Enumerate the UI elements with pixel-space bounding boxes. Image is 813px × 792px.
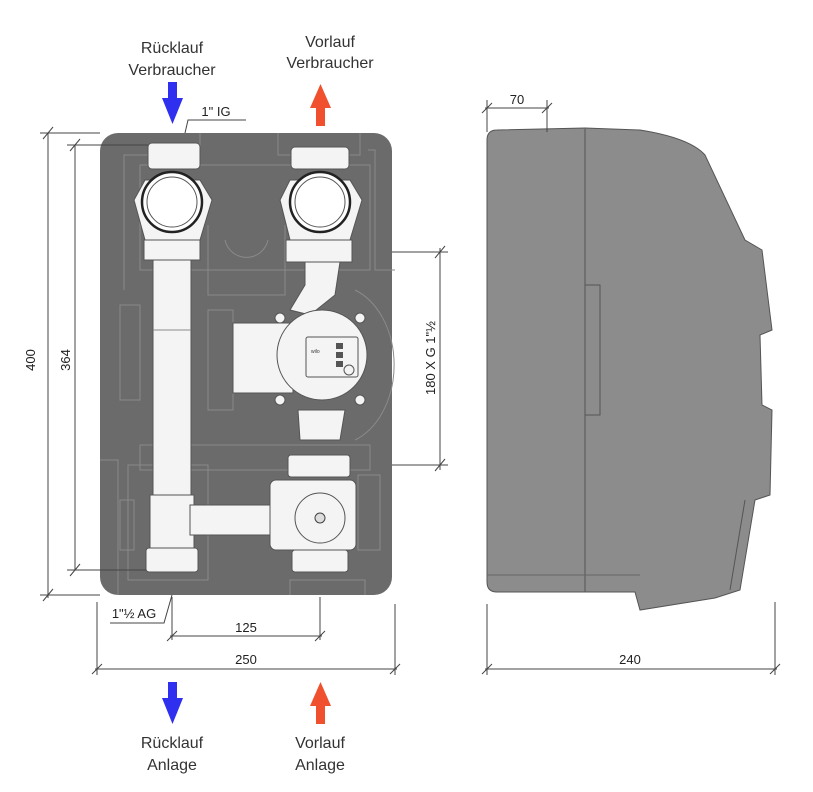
top-right-label-line1: Vorlauf — [305, 34, 355, 51]
bottom-right-label-line1: Vorlauf — [295, 735, 345, 752]
flow-pipe — [279, 146, 363, 316]
circulation-pump: wilo — [232, 309, 368, 478]
side-view — [486, 127, 773, 611]
bottom-right-label-line2: Anlage — [295, 757, 345, 774]
dimension-height-inner: 364 — [58, 138, 148, 577]
dimension-depth-offset: 70 — [481, 92, 553, 132]
depth-offset-label: 70 — [510, 92, 524, 107]
top-connection-label: 1" IG — [201, 104, 230, 119]
bottom-left-label-line1: Rücklauf — [141, 735, 204, 752]
dimension-depth-total: 240 — [481, 602, 781, 675]
height-inner-label: 364 — [58, 349, 73, 371]
bottom-connection-leader — [110, 594, 173, 624]
top-connection-leader — [184, 119, 246, 134]
dimension-pipe-spacing: 125 — [166, 597, 326, 642]
dimension-height-total: 400 — [23, 126, 100, 602]
return-arrow-down-icon — [162, 82, 183, 124]
width-total-label: 250 — [235, 652, 257, 667]
return-arrow-down-bottom-icon — [162, 682, 183, 724]
pump-brand-logo: wilo — [311, 349, 320, 355]
pump-length-label: 180 X G 1"½ — [423, 321, 438, 395]
dimension-pump-length: 180 X G 1"½ — [392, 245, 448, 472]
bottom-connection-label: 1"½ AG — [112, 606, 156, 621]
depth-total-label: 240 — [619, 652, 641, 667]
top-left-label-line2: Verbraucher — [128, 62, 216, 79]
top-left-label-line1: Rücklauf — [141, 40, 204, 57]
flow-arrow-up-bottom-icon — [310, 682, 331, 724]
dimension-width-total: 250 — [91, 602, 401, 675]
bottom-left-label-line2: Anlage — [147, 757, 197, 774]
pipe-spacing-label: 125 — [235, 620, 257, 635]
mixing-valve — [269, 479, 357, 573]
height-total-label: 400 — [23, 349, 38, 371]
return-pipe — [133, 142, 271, 573]
top-right-label-line2: Verbraucher — [286, 55, 374, 72]
flow-arrow-up-icon — [310, 84, 331, 126]
